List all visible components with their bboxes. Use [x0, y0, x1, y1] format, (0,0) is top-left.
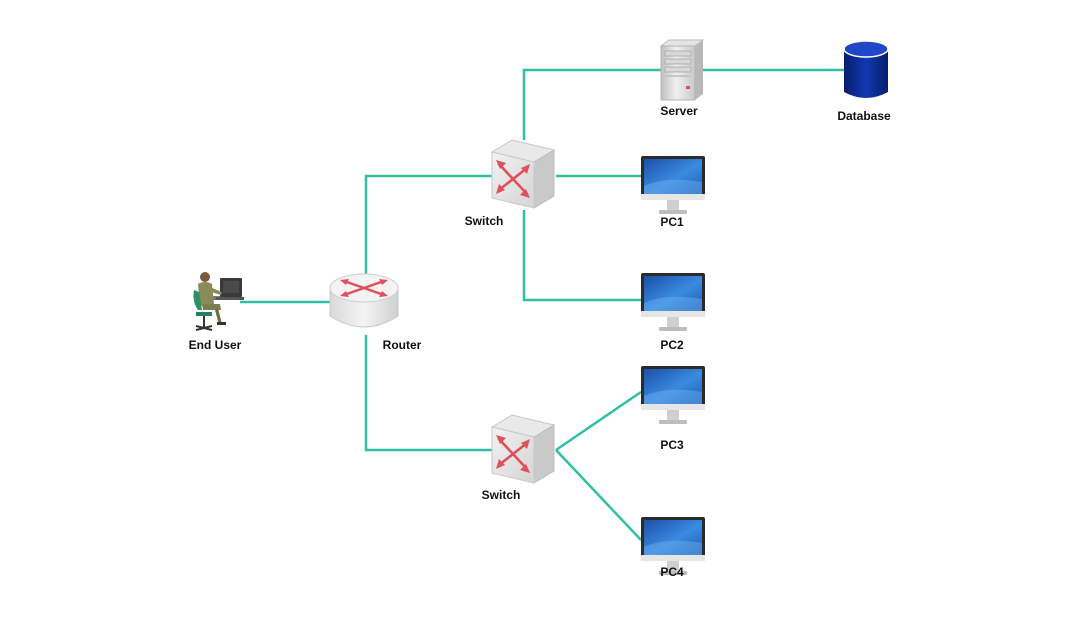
pc3-icon: [641, 366, 705, 424]
end-user-label: End User: [188, 338, 242, 352]
switch-2-icon: [490, 413, 556, 485]
server-label: Server: [660, 104, 698, 118]
link-switch-2-pc3: [555, 390, 642, 452]
pc3-label: PC3: [660, 438, 684, 452]
database-icon: [843, 40, 889, 98]
switch-1-icon: [490, 138, 556, 210]
link-router-switch-1: [364, 174, 492, 275]
link-router-switch-2: [364, 335, 492, 452]
pc2-label: PC2: [660, 338, 684, 352]
pc4-label: PC4: [660, 565, 684, 579]
end-user-icon: [193, 272, 244, 331]
pc1-icon: [641, 156, 705, 214]
links: [240, 68, 845, 541]
router-icon: [329, 273, 399, 328]
switch-1-label: Switch: [464, 214, 504, 228]
pc1-label: PC1: [660, 215, 684, 229]
switch-2-label: Switch: [481, 488, 521, 502]
server-icon: [659, 39, 705, 101]
database-label: Database: [837, 109, 891, 123]
pc2-icon: [641, 273, 705, 331]
link-switch-2-pc4: [555, 449, 642, 541]
link-switch-1-server: [522, 68, 661, 140]
link-switch-1-pc2: [522, 210, 641, 302]
router-label: Router: [382, 338, 422, 352]
